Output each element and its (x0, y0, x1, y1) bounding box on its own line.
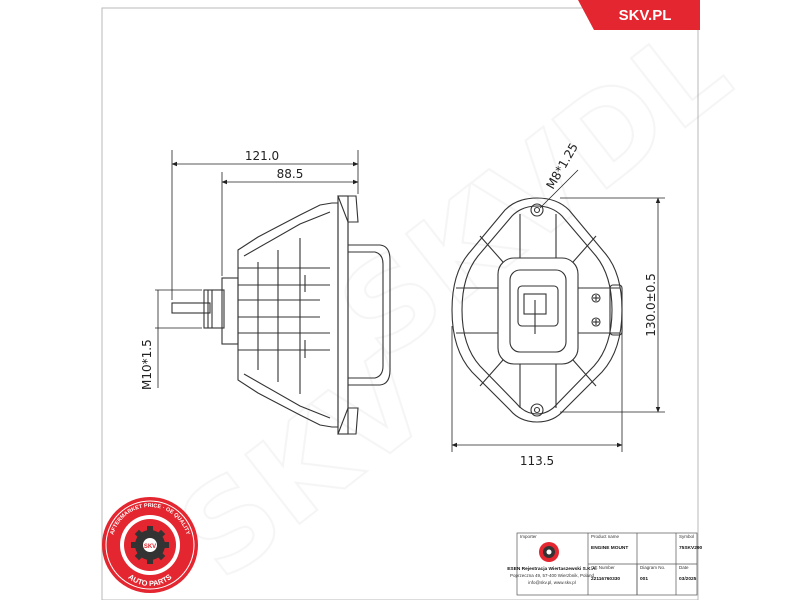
svg-text:SKV: SKV (144, 544, 156, 550)
dim-stud-thread: M10*1.5 (140, 339, 154, 390)
brand-logo: SKV.PL (578, 0, 700, 30)
side-dimensions (155, 150, 359, 388)
mount-housing-top (451, 197, 623, 423)
oe-label: OE Number (591, 565, 615, 570)
title-block: Importer ESEN Rejestracja Wiertaszewski … (507, 532, 703, 596)
mounting-hole-top (530, 203, 544, 217)
symbol-label: Symbol (679, 534, 694, 539)
quality-seal: SKV AFTERMARKET PRICE · OE QUALITY AUTO … (102, 497, 198, 593)
dim-base-width: 113.5 (520, 454, 554, 468)
product-name-value: ENGINE MOUNT (591, 545, 628, 551)
top-view (451, 197, 623, 423)
date-value: 03/2025 (679, 576, 697, 582)
threaded-stud (171, 302, 211, 314)
dim-body-width: 88.5 (277, 167, 304, 181)
drawing-frame (101, 7, 699, 600)
gear-icon (131, 526, 169, 564)
top-dimensions (451, 169, 665, 452)
product-name-label: Product name (591, 534, 620, 539)
company-line-3: info@skv.pl, www.skv.pl (528, 580, 575, 585)
diagram-label: Diagram No. (640, 565, 665, 570)
dim-height: 130.0±0.5 (644, 273, 658, 337)
rubber-dome (348, 244, 391, 386)
date-label: Date (679, 565, 689, 570)
diagram-value: 001 (640, 576, 648, 582)
mounting-hole-bottom (530, 403, 544, 417)
svg-text:SKV.PL: SKV.PL (619, 7, 672, 24)
title-block-logo (539, 542, 559, 562)
inner-core (497, 257, 579, 365)
company-line-2: Poprzeczna 49, 57-400 Wierzbnik, Poland (510, 573, 595, 578)
oe-value: 22116760330 (591, 576, 620, 582)
company-line-1: ESEN Rejestracja Wiertaszewski S.K.A. (507, 566, 597, 572)
dim-overall-width: 121.0 (245, 149, 279, 163)
importer-label: Importer (520, 534, 537, 539)
side-view (171, 195, 391, 435)
symbol-value: 75SKV290 (679, 545, 703, 551)
